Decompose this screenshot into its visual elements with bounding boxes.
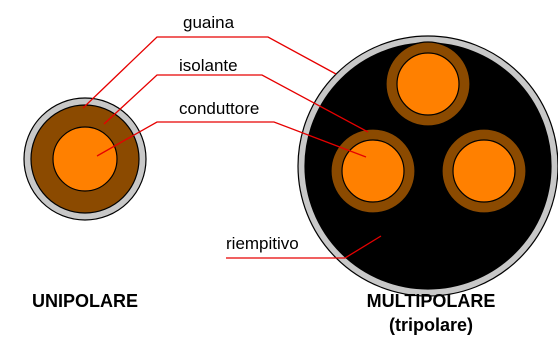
leader-guaina-unipolar (82, 36, 177, 109)
leader-conduttore-multipolar (177, 121, 367, 158)
core-top-conductor (396, 52, 460, 116)
label-conduttore: conduttore (179, 99, 259, 118)
label-guaina: guaina (183, 13, 235, 32)
leader-conduttore-unipolar (96, 121, 177, 157)
unipolar-cable (23, 97, 147, 221)
caption-tripolar: (tripolare) (389, 315, 473, 335)
caption-unipolar: UNIPOLARE (32, 291, 138, 311)
core-left-conductor (341, 139, 405, 203)
label-riempitivo: riempitivo (226, 234, 299, 253)
leader-riempitivo (226, 235, 382, 259)
multipolar-cable (297, 35, 558, 297)
leader-isolante-multipolar (177, 74, 369, 133)
unipolar-conductor (52, 126, 118, 192)
leader-guaina-multipolar (177, 36, 337, 75)
label-isolante: isolante (179, 56, 238, 75)
leader-isolante-unipolar (103, 74, 177, 125)
core-right-conductor (452, 139, 516, 203)
caption-multipolar: MULTIPOLARE (367, 291, 496, 311)
